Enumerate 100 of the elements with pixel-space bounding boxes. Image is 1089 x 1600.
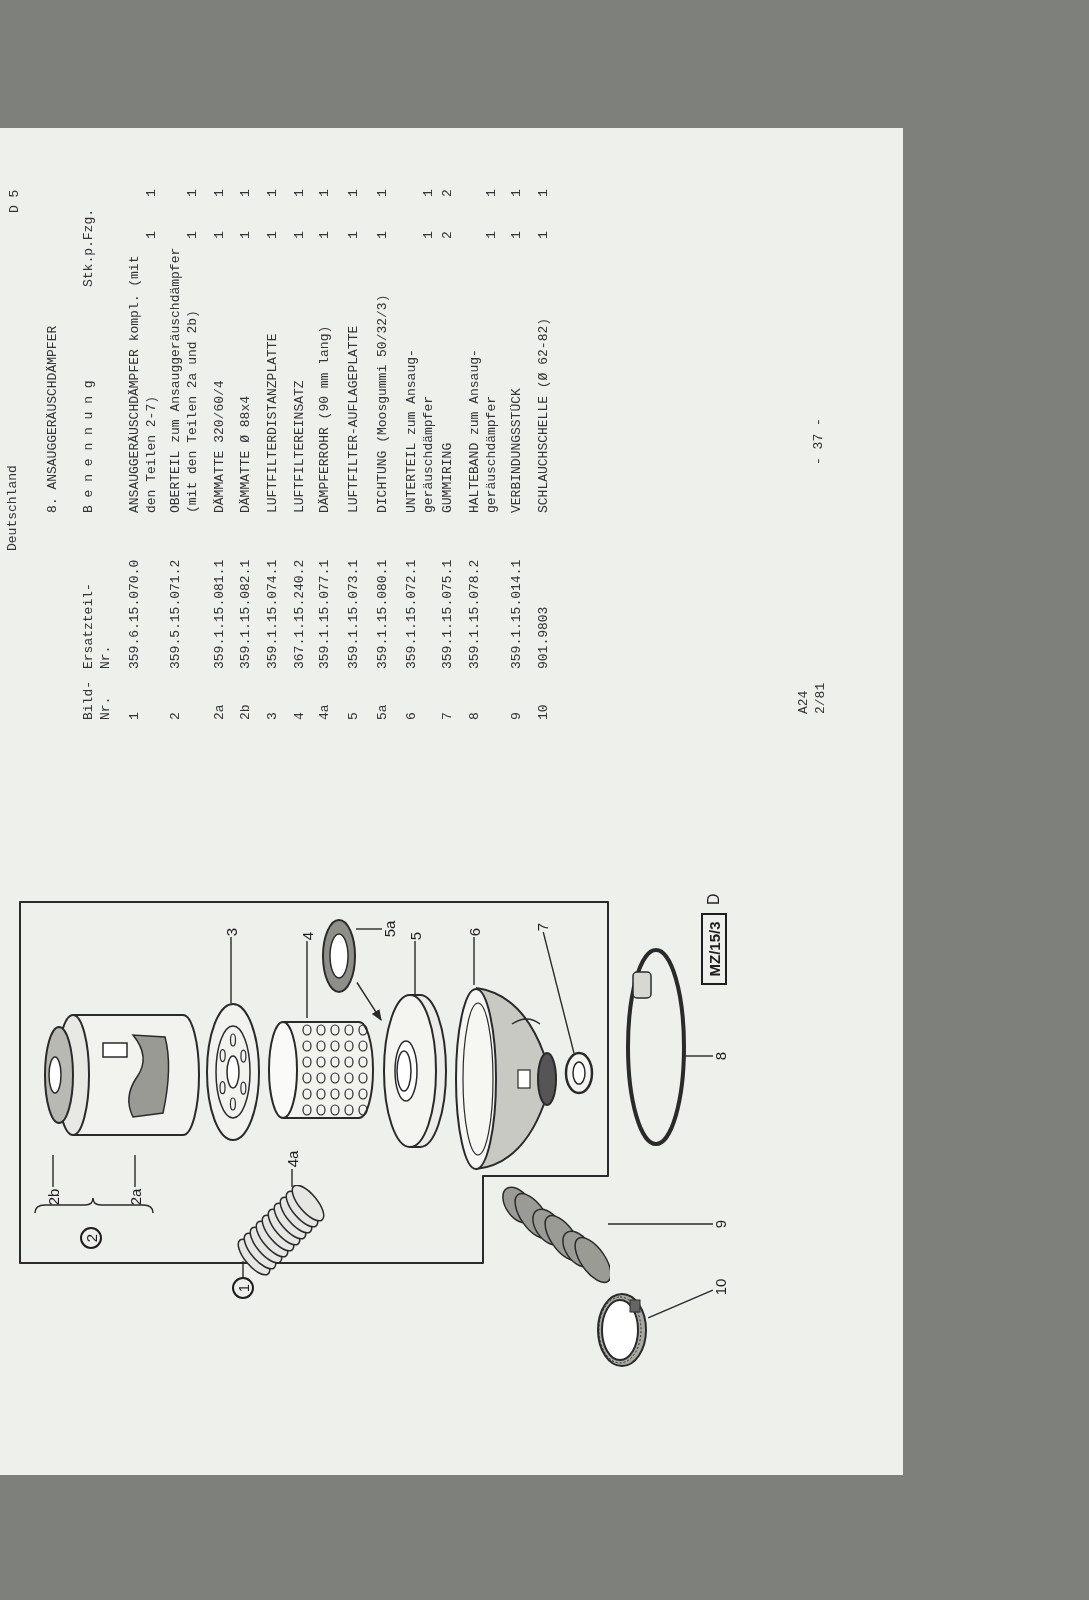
leader-line xyxy=(230,936,232,1004)
quantity: 1 xyxy=(237,188,254,197)
part-description: LUFTFILTEREINSATZ xyxy=(291,379,308,513)
part-number: 359.6.15.070.0 xyxy=(126,558,143,669)
part-number: 359.1.15.081.1 xyxy=(211,558,228,669)
callout-number: 4a xyxy=(283,1147,301,1171)
quantity: 1 xyxy=(420,230,437,239)
arrow xyxy=(356,981,382,1021)
page-marker: D 5 xyxy=(6,188,23,213)
part-description: ANSAUGGERÄUSCHDÄMPFER kompl. (mit den Teilen 2-7) xyxy=(126,254,160,513)
part-number: 359.1.15.082.1 xyxy=(237,558,254,669)
retaining-band-drawing xyxy=(625,945,686,1148)
quantity: 1 xyxy=(143,230,160,239)
part-number: 359.1.15.077.1 xyxy=(316,558,333,669)
part-description: SCHLAUCHSCHELLE (Ø 62-82) xyxy=(535,316,552,513)
quantity: 1 xyxy=(264,230,281,239)
corrugated-tube-drawing xyxy=(236,1185,325,1277)
rubber-ring-drawing xyxy=(564,1051,594,1095)
item-number: 7 xyxy=(439,711,456,720)
callout-number: 4 xyxy=(298,929,316,943)
quantity: 1 xyxy=(374,188,391,197)
page-code: A24 2/81 xyxy=(795,681,829,714)
callout-number: 5 xyxy=(406,929,424,943)
leader-line xyxy=(306,940,308,1019)
leader-line xyxy=(291,1168,293,1188)
part-description: DÄMMATTE 320/60/4 xyxy=(211,379,228,513)
leader-line xyxy=(355,928,383,930)
part-description: DÄMPFERROHR (90 mm lang) xyxy=(316,324,333,513)
leader-line xyxy=(473,936,475,986)
column-header: Bild- Nr. xyxy=(80,680,114,720)
part-number: 359.1.15.074.1 xyxy=(264,558,281,669)
quantity: 1 xyxy=(535,188,552,197)
quantity: 1 xyxy=(291,230,308,239)
quantity: 1 xyxy=(211,230,228,239)
part-number: 359.5.15.071.2 xyxy=(167,558,184,669)
leader-line xyxy=(414,940,416,995)
part-description: DÄMMATTE Ø 88x4 xyxy=(237,394,254,513)
part-number: 359.1.15.073.1 xyxy=(345,558,362,669)
part-number: 359.1.15.075.1 xyxy=(439,558,456,669)
part-description: LUFTFILTER-AUFLAGEPLATTE xyxy=(345,324,362,513)
part-number: 901.9803 xyxy=(535,605,552,669)
quantity: 1 xyxy=(211,188,228,197)
page-number: - 37 - xyxy=(810,417,827,465)
part-description: GUMMIRING xyxy=(439,441,456,513)
item-number: 2 xyxy=(167,711,184,720)
callout-number: 8 xyxy=(711,1049,729,1063)
circled-callout-number: 2 xyxy=(80,1227,102,1249)
leader-line xyxy=(647,1289,714,1319)
quantity: 1 xyxy=(291,188,308,197)
part-number: 359.1.15.014.1 xyxy=(508,558,525,669)
callout-number: 3 xyxy=(222,925,240,939)
item-number: 4 xyxy=(291,711,308,720)
part-description: VERBINDUNGSSTÜCK xyxy=(508,387,525,513)
part-description: HALTEBAND zum Ansaug- geräuschdämpfer xyxy=(466,348,500,513)
column-header: Stk.p.Fzg. xyxy=(80,208,97,287)
sheet-marker: D xyxy=(706,893,722,905)
item-number: 2b xyxy=(237,703,254,720)
quantity: 1 xyxy=(535,230,552,239)
quantity: 1 xyxy=(316,188,333,197)
leader-line xyxy=(683,1055,714,1057)
page-header: Deutschland xyxy=(4,464,21,551)
item-number: 5a xyxy=(374,703,391,720)
callout-number: 2b xyxy=(44,1185,62,1209)
part-description: UNTERTEIL zum Ansaug- geräuschdämpfer xyxy=(403,348,437,513)
part-number: 359.1.15.078.2 xyxy=(466,558,483,669)
part-description: LUFTFILTERDISTANZPLATTE xyxy=(264,332,281,513)
quantity: 1 xyxy=(143,188,160,197)
quantity: 1 xyxy=(508,230,525,239)
quantity: 1 xyxy=(345,230,362,239)
quantity: 2 xyxy=(439,230,456,239)
quantity: 1 xyxy=(237,230,254,239)
section-heading: 8. ANSAUGGERÄUSCHDÄMPFER xyxy=(44,324,61,513)
leader-line xyxy=(542,931,575,1054)
item-number: 1 xyxy=(126,711,143,720)
column-header: B e n e n n u n g xyxy=(80,379,97,513)
quantity: 1 xyxy=(184,188,201,197)
leader-line xyxy=(52,1154,54,1188)
item-number: 10 xyxy=(535,703,552,720)
callout-number: 9 xyxy=(711,1217,729,1231)
quantity: 1 xyxy=(345,188,362,197)
quantity: 1 xyxy=(264,188,281,197)
item-number: 6 xyxy=(403,711,420,720)
circled-callout-number: 1 xyxy=(232,1277,254,1299)
part-number: 359.1.15.072.1 xyxy=(403,558,420,669)
quantity: 1 xyxy=(483,230,500,239)
item-number: 8 xyxy=(466,711,483,720)
leader-line xyxy=(242,1260,244,1280)
spacer-plate-drawing xyxy=(203,1001,262,1143)
quantity: 1 xyxy=(420,188,437,197)
item-number: 3 xyxy=(264,711,281,720)
leader-line xyxy=(134,1154,136,1188)
gasket-drawing xyxy=(321,917,358,994)
column-header: Ersatzteil- Nr. xyxy=(80,582,114,669)
item-number: 4a xyxy=(316,703,333,720)
callout-number: 2a xyxy=(126,1185,144,1209)
part-number: 359.1.15.080.1 xyxy=(374,558,391,669)
quantity: 1 xyxy=(508,188,525,197)
quantity: 1 xyxy=(316,230,333,239)
item-number: 5 xyxy=(345,711,362,720)
callout-number: 5a xyxy=(380,917,398,941)
